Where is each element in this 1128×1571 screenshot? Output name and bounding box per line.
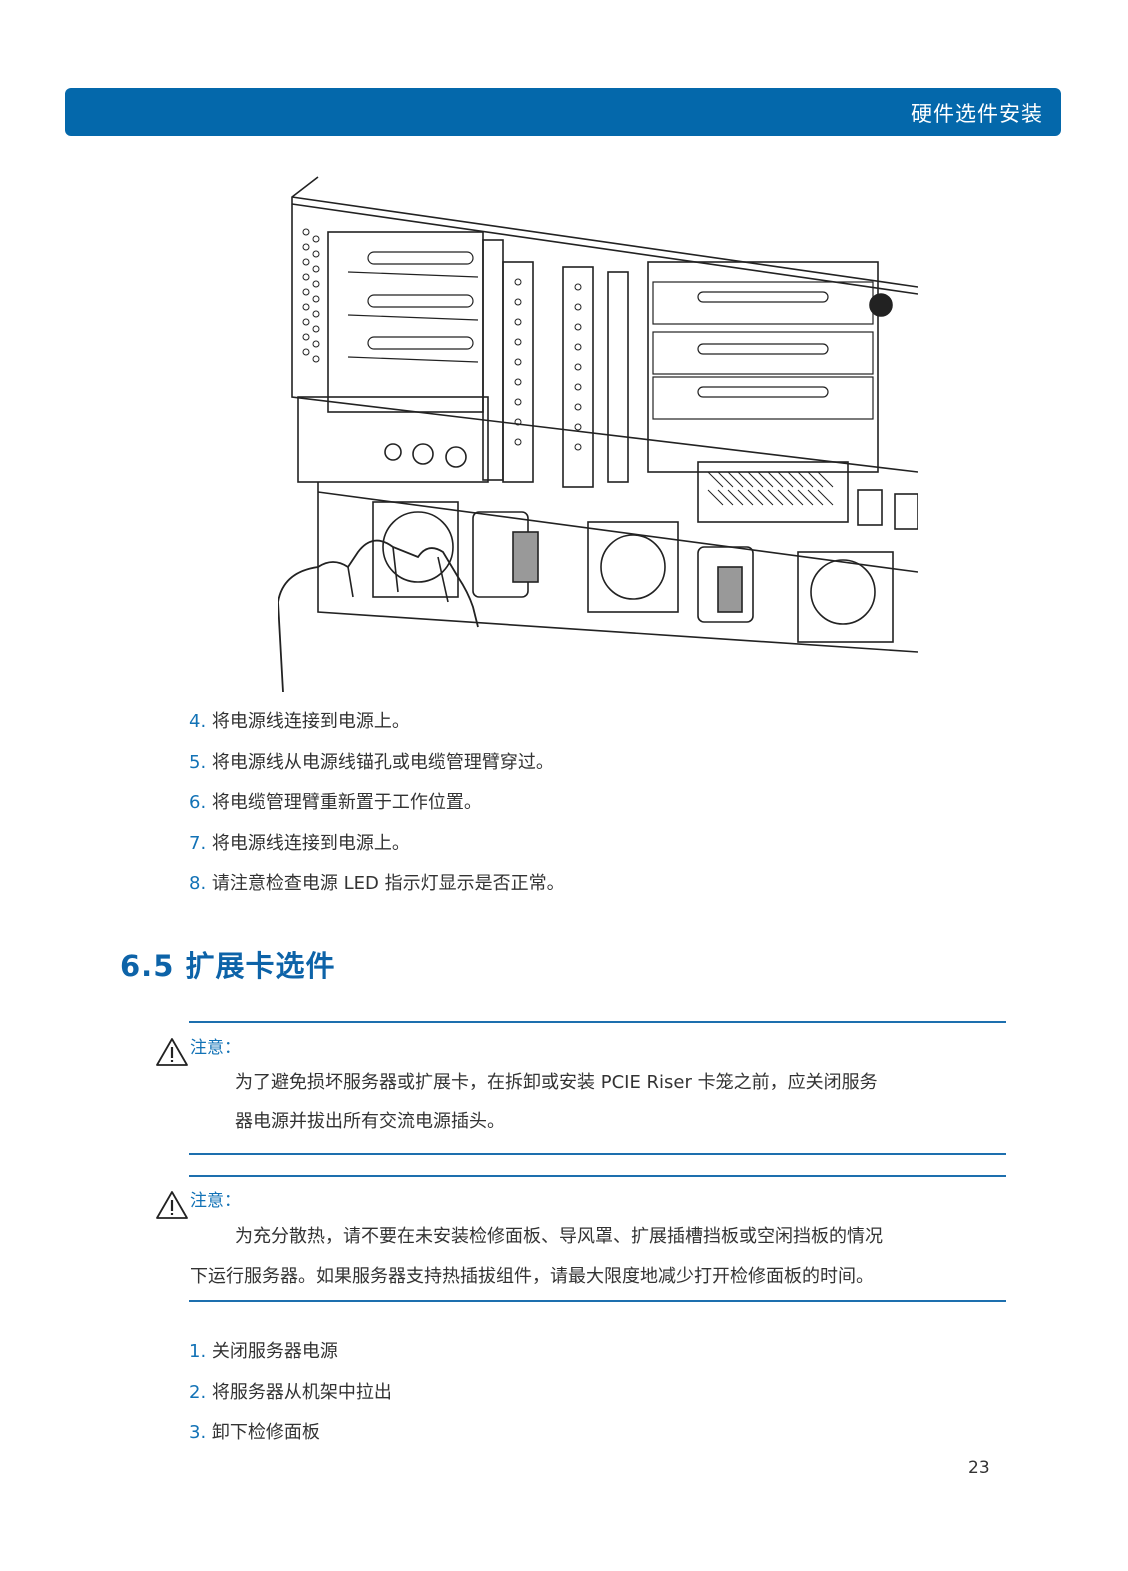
note-label: 注意： — [190, 1191, 241, 1211]
list-item: 1. 关闭服务器电源 — [189, 1340, 392, 1381]
step-text: 卸下检修面板 — [211, 1422, 320, 1443]
step-number: 2. — [189, 1381, 207, 1403]
step-number: 8. — [189, 873, 207, 894]
note-text-line: 为充分散热，请不要在未安装检修面板、导风罩、扩展插槽挡板或空闲挡板的情况 — [235, 1226, 883, 1247]
step-text: 将电源线连接到电源上。 — [211, 711, 410, 732]
page-number: 23 — [968, 1458, 990, 1478]
step-number: 3. — [189, 1422, 207, 1443]
step-text: 请注意检查电源 LED 指示灯显示是否正常。 — [211, 873, 565, 894]
divider — [189, 1300, 1006, 1302]
divider — [189, 1021, 1006, 1023]
list-item: 3. 卸下检修面板 — [189, 1421, 392, 1462]
section-heading: 6.5 扩展卡选件 — [120, 949, 336, 983]
step-text: 将电缆管理臂重新置于工作位置。 — [211, 792, 482, 813]
note-text-line: 为了避免损坏服务器或扩展卡，在拆卸或安装 PCIE Riser 卡笼之前，应关闭… — [235, 1072, 878, 1093]
step-number: 7. — [189, 832, 207, 854]
step-number: 6. — [189, 792, 207, 813]
list-item: 5. 将电源线从电源线锚孔或电缆管理臂穿过。 — [189, 751, 565, 792]
note-label: 注意： — [190, 1038, 241, 1058]
list-item: 8. 请注意检查电源 LED 指示灯显示是否正常。 — [189, 872, 565, 913]
step-text: 将电源线连接到电源上。 — [211, 832, 410, 854]
note-text-line: 器电源并拔出所有交流电源插头。 — [235, 1111, 505, 1132]
power-steps-list: 4. 将电源线连接到电源上。 5. 将电源线从电源线锚孔或电缆管理臂穿过。 6.… — [189, 710, 565, 913]
list-item: 6. 将电缆管理臂重新置于工作位置。 — [189, 791, 565, 832]
step-text: 关闭服务器电源 — [211, 1341, 338, 1362]
step-number: 4. — [189, 711, 207, 732]
chapter-header-bar: 硬件选件安装 — [65, 88, 1061, 136]
list-item: 2. 将服务器从机架中拉出 — [189, 1381, 392, 1422]
step-number: 1. — [189, 1341, 207, 1362]
list-item: 7. 将电源线连接到电源上。 — [189, 832, 565, 873]
list-item: 4. 将电源线连接到电源上。 — [189, 710, 565, 751]
server-psu-illustration — [277, 172, 919, 697]
warning-icon — [156, 1191, 188, 1219]
step-text: 将电源线从电源线锚孔或电缆管理臂穿过。 — [211, 751, 554, 773]
divider — [189, 1175, 1006, 1177]
expansion-card-steps-list: 1. 关闭服务器电源 2. 将服务器从机架中拉出 3. 卸下检修面板 — [189, 1340, 392, 1462]
warning-icon — [156, 1038, 188, 1066]
step-text: 将服务器从机架中拉出 — [211, 1381, 392, 1403]
chapter-title: 硬件选件安装 — [911, 102, 1043, 126]
divider — [189, 1153, 1006, 1155]
step-number: 5. — [189, 751, 207, 773]
note-text-line: 下运行服务器。如果服务器支持热插拔组件，请最大限度地减少打开检修面板的时间。 — [190, 1266, 874, 1287]
